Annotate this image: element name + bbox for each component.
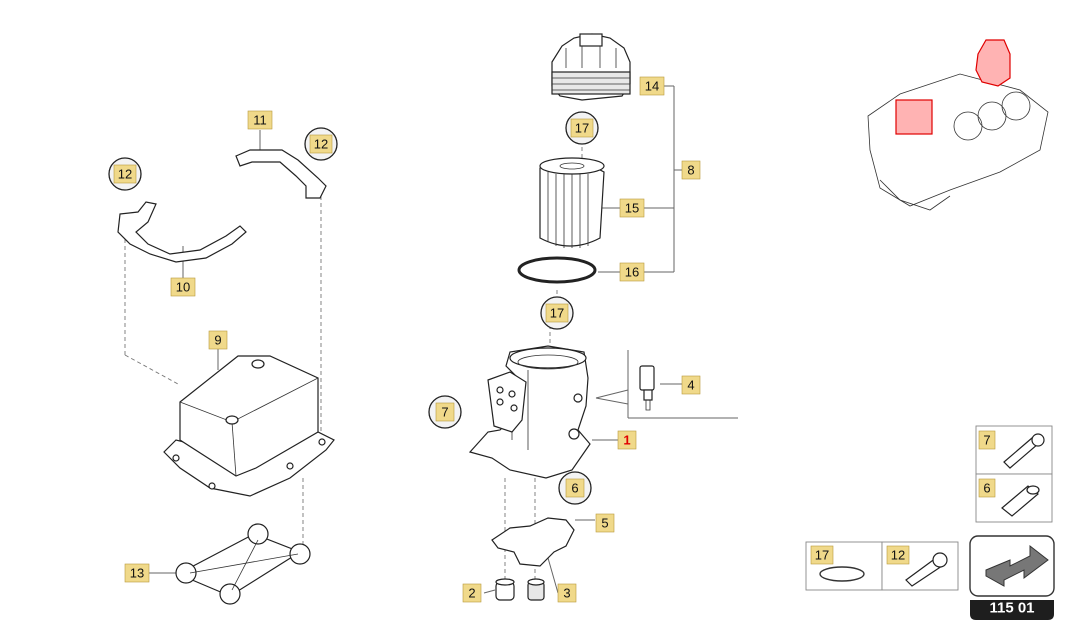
legend-label-6: 6 xyxy=(983,481,990,496)
engine-locator-thumbnail xyxy=(867,39,1049,211)
callout-10[interactable]: 10 xyxy=(170,277,196,297)
gasket-5 xyxy=(491,517,575,567)
callout-text-17-bottom: 17 xyxy=(550,306,564,321)
gasket-10 xyxy=(117,201,247,263)
callout-6[interactable]: 6 xyxy=(558,471,592,505)
legend-card-6[interactable]: 6 xyxy=(975,473,1053,523)
legend-card-17[interactable]: 17 xyxy=(805,541,883,591)
legend-label-17: 17 xyxy=(815,548,829,563)
next-page-button[interactable] xyxy=(969,535,1055,597)
legend-card-7[interactable]: 7 xyxy=(975,425,1053,475)
callout-5[interactable]: 5 xyxy=(595,513,615,533)
callout-text-13: 13 xyxy=(130,566,144,581)
legend-label-7: 7 xyxy=(983,433,990,448)
callout-text-1: 1 xyxy=(623,433,630,448)
callout-1[interactable]: 1 xyxy=(617,430,637,450)
gasket-plate-13 xyxy=(175,523,311,605)
page-code: 115 01 xyxy=(989,600,1034,617)
callout-text-14: 14 xyxy=(645,79,659,94)
callout-16[interactable]: 16 xyxy=(619,262,645,282)
callout-text-10: 10 xyxy=(176,280,190,295)
callout-text-6: 6 xyxy=(571,481,578,496)
o-ring-16 xyxy=(517,256,597,284)
callout-17-top[interactable]: 17 xyxy=(565,111,599,145)
oil-cooler-9 xyxy=(163,355,335,497)
filter-housing-1 xyxy=(468,345,591,479)
callout-8[interactable]: 8 xyxy=(681,160,701,180)
callout-2[interactable]: 2 xyxy=(462,583,482,603)
callout-9[interactable]: 9 xyxy=(208,330,228,350)
plug-3 xyxy=(527,578,545,601)
legend-card-12[interactable]: 12 xyxy=(881,541,959,591)
callout-12-right[interactable]: 12 xyxy=(304,127,338,161)
callout-17-bottom[interactable]: 17 xyxy=(540,296,574,330)
legend-label-12: 12 xyxy=(891,548,905,563)
callout-12-left[interactable]: 12 xyxy=(108,157,142,191)
callout-text-11: 11 xyxy=(253,113,267,128)
callout-text-12-left: 12 xyxy=(118,167,132,182)
callout-7[interactable]: 7 xyxy=(428,395,462,429)
gasket-11 xyxy=(235,149,327,199)
callout-text-7: 7 xyxy=(441,405,448,420)
callout-text-5: 5 xyxy=(601,516,608,531)
callout-text-3: 3 xyxy=(563,586,570,601)
callout-text-15: 15 xyxy=(625,201,639,216)
callout-13[interactable]: 13 xyxy=(124,563,150,583)
callout-3[interactable]: 3 xyxy=(557,583,577,603)
callout-text-9: 9 xyxy=(214,333,221,348)
callout-text-17-top: 17 xyxy=(575,121,589,136)
callout-11[interactable]: 11 xyxy=(247,110,273,130)
filter-cap-14 xyxy=(551,33,631,101)
callout-4[interactable]: 4 xyxy=(681,375,701,395)
callout-text-8: 8 xyxy=(687,163,694,178)
arrow-right-icon xyxy=(985,544,1049,587)
callout-text-12-right: 12 xyxy=(314,137,328,152)
page-code-tab: 115 01 xyxy=(970,600,1054,620)
filter-element-15 xyxy=(539,157,605,248)
callout-15[interactable]: 15 xyxy=(619,198,645,218)
callout-14[interactable]: 14 xyxy=(639,76,665,96)
callout-text-4: 4 xyxy=(687,378,694,393)
callout-text-16: 16 xyxy=(625,265,639,280)
sensor-4 xyxy=(639,365,655,411)
callout-text-2: 2 xyxy=(468,586,475,601)
plug-2 xyxy=(495,578,515,601)
